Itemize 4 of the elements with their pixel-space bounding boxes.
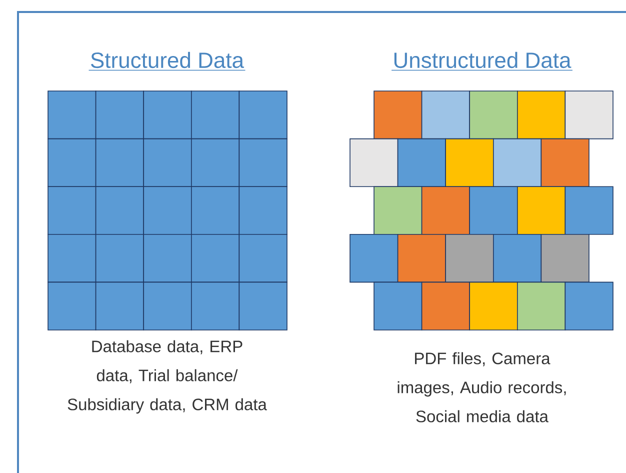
section-title: Structured Data [88,52,246,71]
section-title: Unstructured Data [391,52,573,71]
node-label: Database data, ERP data, Trial balance/ Subsidiary data, CRM data [68,340,267,414]
node-label: PDF files, Camera images, Audio records, Social media data [398,352,566,422]
